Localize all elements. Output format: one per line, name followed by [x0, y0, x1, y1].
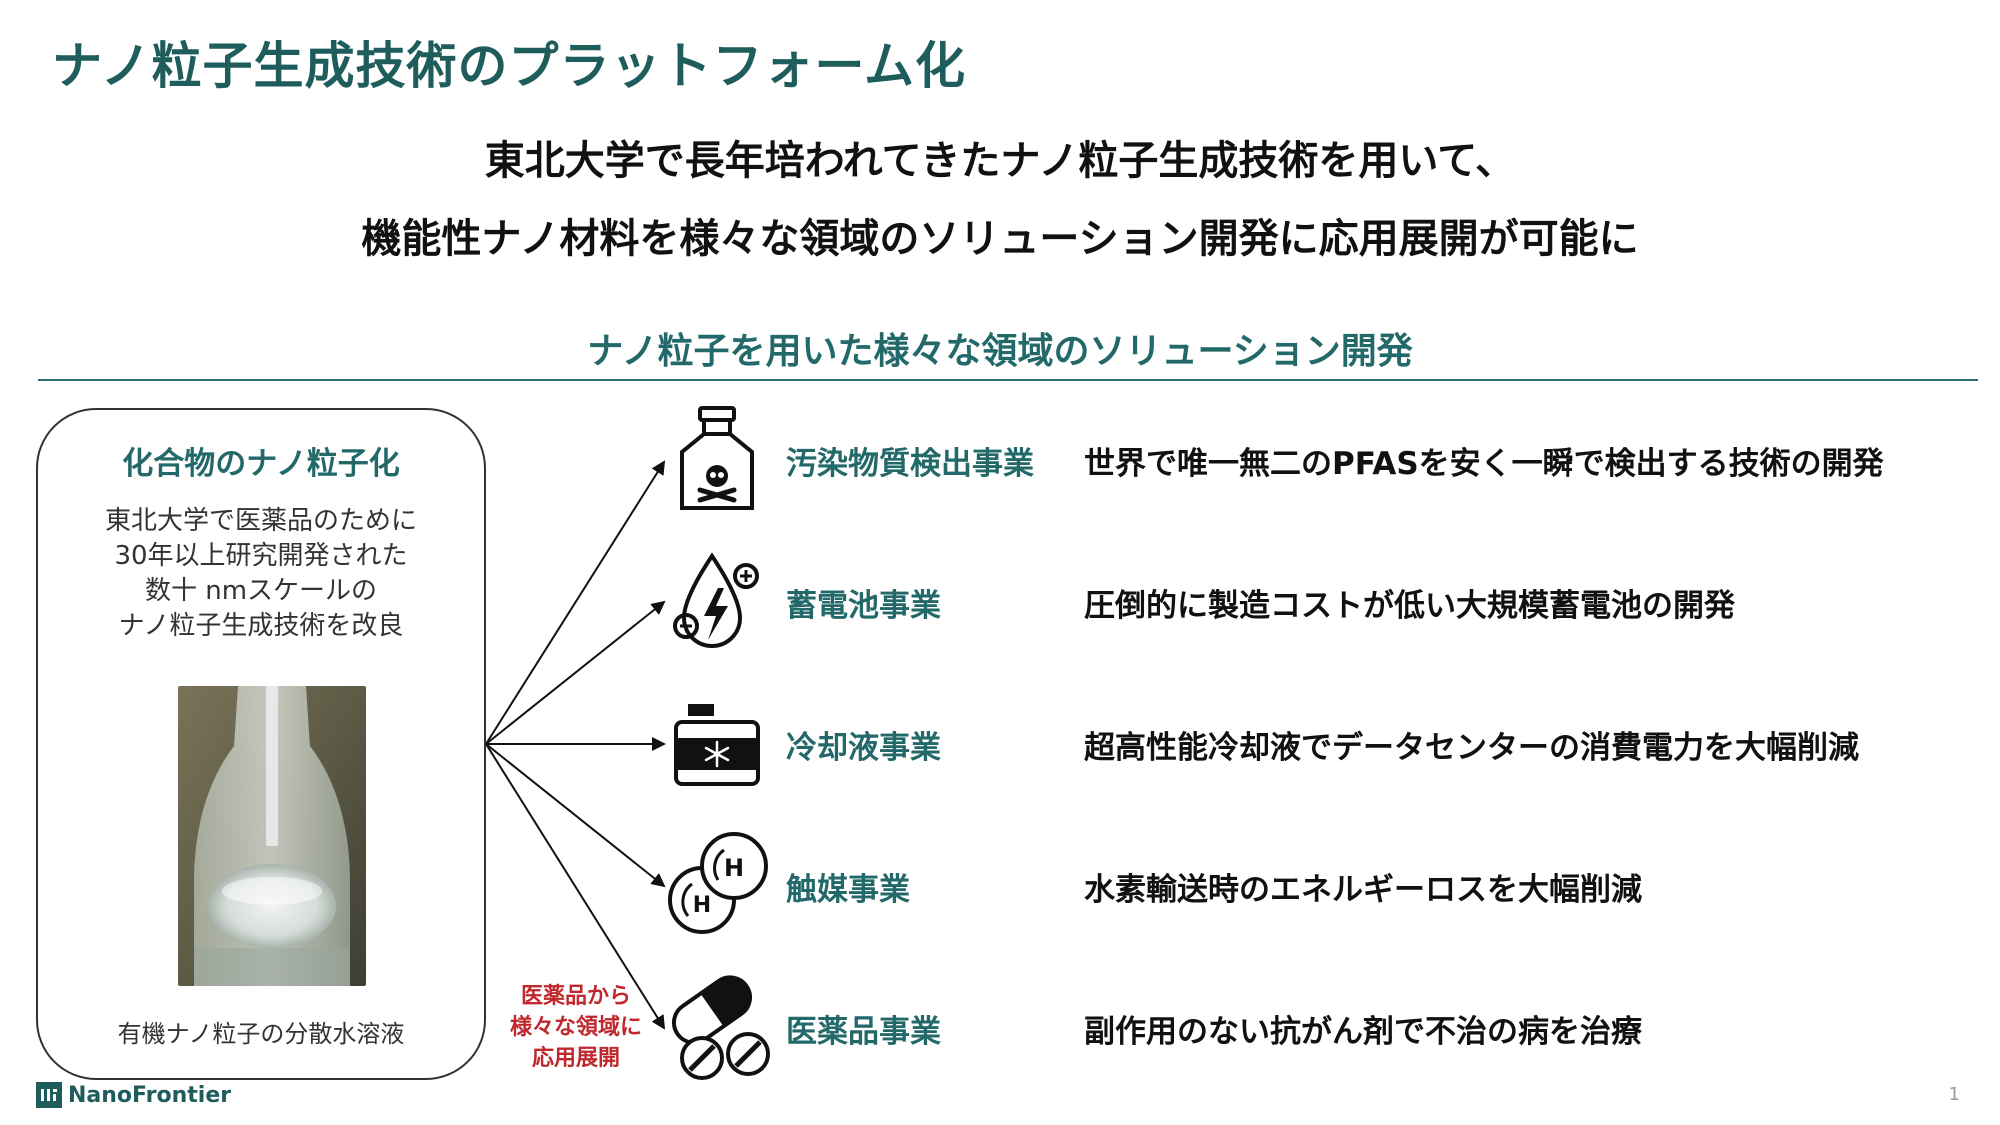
svg-text:H: H: [724, 854, 744, 882]
arrow-to-pharma: [485, 743, 666, 1030]
card-title: 化合物のナノ粒子化: [122, 446, 400, 482]
headline-line-1: 東北大学で長年培われてきたナノ粒子生成技術を用いて、: [484, 138, 1516, 184]
nanoparticle-solution-photo: [178, 686, 366, 986]
red-note-line: 様々な領域に: [509, 1015, 642, 1040]
card-text-line: 数十 nmスケールの: [144, 576, 378, 606]
nanofrontier-logo-icon: [36, 1082, 62, 1108]
svg-text:H: H: [693, 893, 711, 918]
business-desc-catalyst: 水素輸送時のエネルギーロスを大幅削減: [1084, 872, 1642, 908]
business-desc-battery: 圧倒的に製造コストが低い大規模蓄電池の開発: [1084, 588, 1735, 624]
red-note-line: 医薬品から: [520, 984, 631, 1009]
business-desc-coolant: 超高性能冷却液でデータセンターの消費電力を大幅削減: [1084, 730, 1859, 766]
arrow-to-catalyst: [485, 743, 666, 888]
footer-brand: NanoFrontier: [68, 1083, 232, 1108]
card-text-line: ナノ粒子生成技術を改良: [118, 611, 404, 641]
business-desc-pharma: 副作用のない抗がん剤で不治の病を治療: [1084, 1014, 1642, 1050]
nanoparticle-card: 化合物のナノ粒子化 東北大学で医薬品のために 30年以上研究開発された 数十 n…: [36, 408, 486, 1080]
business-name-pollutant: 汚染物質検出事業: [786, 446, 1034, 482]
business-name-battery: 蓄電池事業: [786, 588, 941, 624]
hydrogen-molecule-icon: H H: [668, 832, 768, 934]
section-divider: [38, 379, 1978, 381]
business-desc-pollutant: 世界で唯一無二のPFASを安く一瞬で検出する技術の開発: [1084, 446, 1884, 482]
card-text-line: 東北大学で医薬品のために: [104, 506, 417, 536]
pills-icon: [671, 975, 770, 1080]
business-name-catalyst: 触媒事業: [786, 872, 910, 908]
arrow-to-pollutant: [485, 460, 666, 745]
battery-drop-icon: [673, 552, 759, 648]
business-name-pharma: 医薬品事業: [786, 1014, 941, 1050]
red-note-line: 応用展開: [531, 1046, 620, 1071]
card-text-line: 30年以上研究開発された: [114, 541, 408, 571]
poison-bottle-icon: [680, 406, 754, 510]
business-name-coolant: 冷却液事業: [786, 730, 941, 766]
page-number: 1: [1948, 1084, 1960, 1105]
photo-caption: 有機ナノ粒子の分散水溶液: [117, 1020, 405, 1048]
page-title: ナノ粒子生成技術のプラットフォーム化: [52, 37, 966, 95]
headline-line-2: 機能性ナノ材料を様々な領域のソリューション開発に応用展開が可能に: [361, 216, 1639, 262]
arrow-to-battery: [485, 600, 666, 745]
section-heading: ナノ粒子を用いた様々な領域のソリューション開発: [587, 331, 1413, 372]
coolant-icon: [674, 704, 760, 786]
